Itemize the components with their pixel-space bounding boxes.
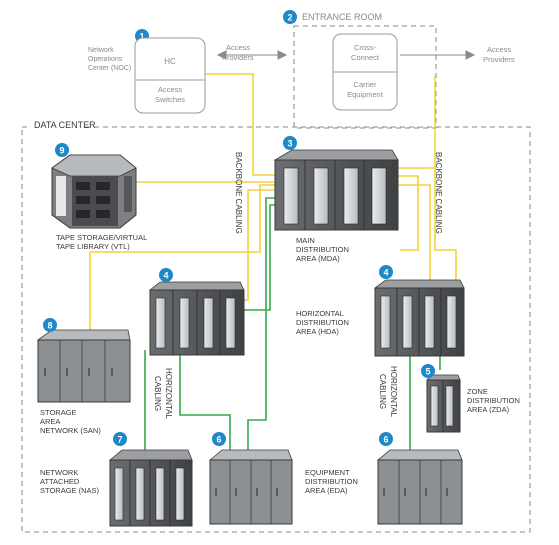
data-center-title: DATA CENTER: [34, 120, 96, 130]
carrier-label-1: Carrier: [354, 80, 377, 89]
badge-6-left: [212, 432, 226, 446]
badge-2: [283, 10, 297, 24]
san-cabinets: 8 STORAGE AREA NETWORK (SAN): [36, 318, 131, 435]
hda-label-3: AREA (HDA): [296, 327, 339, 336]
svg-text:1: 1: [139, 32, 144, 42]
svg-text:5: 5: [425, 367, 430, 377]
noc-label-1: Network: [88, 47, 114, 54]
svg-text:3: 3: [287, 139, 292, 149]
eda-left-cabinets: 6 EQUIPMENT DISTRIBUTION AREA (EDA): [208, 432, 358, 525]
zda-cabinet: 5 ZONE DISTRIBUTION AREA (ZDA): [421, 364, 520, 433]
mda-cabinets: 3 MAIN DISTRIBUTION AREA (MDA): [273, 136, 399, 263]
nas-label-1: NETWORK: [40, 468, 78, 477]
horizontal-cabling-right-label-1: HORIZONTAL: [389, 366, 398, 418]
badge-6-right: [379, 432, 393, 446]
access-switches-label-1: Access: [158, 85, 182, 94]
hda-label-2: DISTRIBUTION: [296, 318, 349, 327]
zda-label-1: ZONE: [467, 387, 488, 396]
san-label-3: NETWORK (SAN): [40, 426, 101, 435]
eda-label-3: AREA (EDA): [305, 486, 348, 495]
vtl-label-2: TAPE LIBRARY (VTL): [56, 242, 130, 251]
nas-label-3: STORAGE (NAS): [40, 486, 100, 495]
access-providers-right-1: Access: [487, 45, 511, 54]
access-provider-arrows: [216, 50, 476, 60]
svg-text:6: 6: [383, 435, 388, 445]
horizontal-cabling-left-label-1: HORIZONTAL: [164, 368, 173, 420]
badge-4-left: [159, 268, 173, 282]
badge-3: [283, 136, 297, 150]
backbone-cabling-left-label: BACKBONE CABLING: [234, 152, 243, 234]
vtl-label-1: TAPE STORAGE/VIRTUAL: [56, 233, 147, 242]
zda-label-3: AREA (ZDA): [467, 405, 510, 414]
access-providers-right-2: Providers: [483, 55, 515, 64]
noc-group: 1 HC Access Switches Network Operations …: [88, 29, 206, 114]
hda-left-cabinets: 4: [148, 268, 245, 356]
entrance-room-boundary: [293, 25, 437, 129]
badge-8: [43, 318, 57, 332]
svg-text:4: 4: [163, 271, 168, 281]
vtl-tape-library: 9 TAPE STORAGE/VIRTUAL TAPE LIBRARY (VTL…: [51, 143, 147, 251]
svg-text:7: 7: [117, 435, 122, 445]
san-label-2: AREA: [40, 417, 60, 426]
eda-label-1: EQUIPMENT: [305, 468, 350, 477]
svg-text:9: 9: [59, 146, 64, 156]
eda-right-cabinets: 6: [376, 432, 463, 525]
horizontal-cabling-right-label-2: CABLING: [378, 374, 387, 409]
noc-box: [134, 37, 206, 114]
mda-label-2: DISTRIBUTION: [296, 245, 349, 254]
access-providers-left-1: Access: [226, 43, 250, 52]
data-center-boundary: [21, 126, 531, 533]
horizontal-cabling-lines: [144, 197, 441, 450]
carrier-label-2: Equipment: [347, 90, 384, 99]
nas-cabinets: 7 NETWORK ATTACHED STORAGE (NAS): [40, 432, 193, 527]
entrance-equipment: Cross- Connect Carrier Equipment: [332, 33, 398, 111]
horizontal-cabling-left-label-2: CABLING: [153, 376, 162, 411]
hc-label: HC: [164, 57, 176, 66]
svg-text:4: 4: [383, 268, 388, 278]
badge-5: [421, 364, 435, 378]
badge-7: [113, 432, 127, 446]
noc-label-3: Center (NOC): [88, 65, 131, 72]
svg-text:6: 6: [216, 435, 221, 445]
zda-label-2: DISTRIBUTION: [467, 396, 520, 405]
access-switches-label-2: Switches: [155, 95, 185, 104]
backbone-cabling-right-label: BACKBONE CABLING: [434, 152, 443, 234]
badge-4-right: [379, 265, 393, 279]
badge-9: [55, 143, 69, 157]
access-providers-left-2: Providers: [222, 53, 254, 62]
eda-label-2: DISTRIBUTION: [305, 477, 358, 486]
cross-connect-label-1: Cross-: [354, 43, 377, 52]
entrance-room-title: ENTRANCE ROOM: [302, 12, 382, 22]
noc-label-2: Operations: [88, 56, 123, 63]
hda-right-cabinets: 4: [373, 265, 465, 357]
svg-text:8: 8: [47, 321, 52, 331]
san-label-1: STORAGE: [40, 408, 77, 417]
cross-connect-label-2: Connect: [351, 53, 380, 62]
mda-label-3: AREA (MDA): [296, 254, 340, 263]
nas-label-2: ATTACHED: [40, 477, 80, 486]
mda-label-1: MAIN: [296, 236, 315, 245]
hda-label-1: HORIZONTAL: [296, 309, 344, 318]
svg-text:2: 2: [287, 13, 292, 23]
